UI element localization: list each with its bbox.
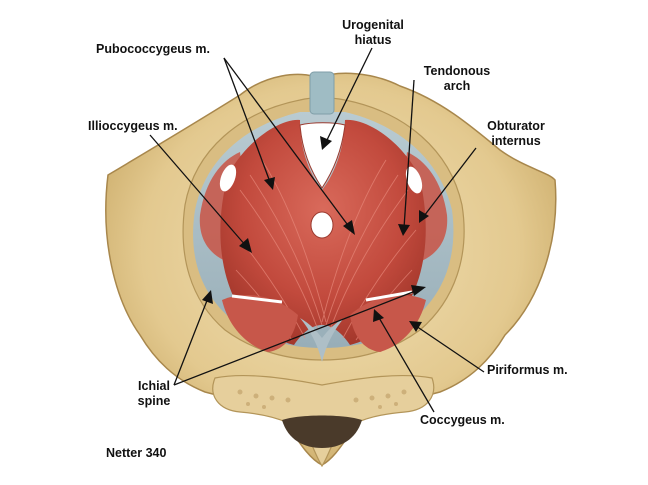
- arrow-illiococcygeus: [239, 238, 252, 253]
- label-illiococcygeus: Illioccygeus m.: [88, 119, 178, 133]
- arrow-tendonous-arch: [398, 224, 410, 236]
- leader-tendonous-arch: [403, 79, 415, 229]
- arrow-pubococcygeus-2: [343, 220, 355, 235]
- arrow-piriformus: [409, 321, 422, 332]
- arrow-urogenital-hiatus: [320, 136, 332, 150]
- label-pubococcygeus: Pubococcygeus m.: [96, 42, 210, 56]
- leader-pubococcygeus-1: [223, 57, 271, 183]
- arrow-ichial-spine-right: [411, 285, 426, 296]
- rectal-opening: [310, 211, 334, 239]
- obturator-foramen-right: [405, 166, 423, 194]
- leader-obturator-internus: [423, 147, 477, 217]
- leader-ichial-spine-right: [173, 289, 419, 386]
- coccygeus-left: [222, 295, 298, 352]
- urogenital-hiatus-opening: [299, 122, 346, 189]
- leader-illiococcygeus: [149, 134, 247, 247]
- leader-pubococcygeus-2: [223, 57, 351, 229]
- leader-urogenital-hiatus: [325, 47, 373, 143]
- label-tendonous-arch: Tendonous arch: [423, 64, 491, 93]
- anococcygeal-fascia: [300, 318, 344, 362]
- label-urogenital-hiatus: Urogenital hiatus: [342, 18, 404, 47]
- arrow-obturator-internus: [419, 210, 429, 223]
- label-coccygeus: Coccygeus m.: [420, 413, 505, 427]
- label-obturator-internus: Obturator internus: [487, 119, 545, 148]
- leader-ichial-spine-left: [173, 297, 209, 386]
- label-piriformus: Piriformus m.: [487, 363, 568, 377]
- leader-lines: [149, 47, 485, 413]
- ischial-spine-left: [231, 294, 283, 304]
- leader-arrowheads: [202, 136, 429, 332]
- label-ichial-spine: Ichial spine: [137, 379, 171, 408]
- arrow-coccygeus: [373, 309, 384, 322]
- arrow-ichial-spine-left: [202, 290, 213, 304]
- ischial-spine-right: [365, 290, 413, 302]
- label-reference: Netter 340: [106, 446, 167, 460]
- sacrum-texture: [237, 389, 407, 409]
- pubic-symphysis: [309, 71, 335, 115]
- arrow-pubococcygeus-1: [264, 177, 275, 190]
- leader-coccygeus: [377, 315, 435, 413]
- sacral-canal: [282, 415, 362, 448]
- obturator-foramen-left: [219, 164, 237, 192]
- leader-piriformus: [415, 325, 485, 373]
